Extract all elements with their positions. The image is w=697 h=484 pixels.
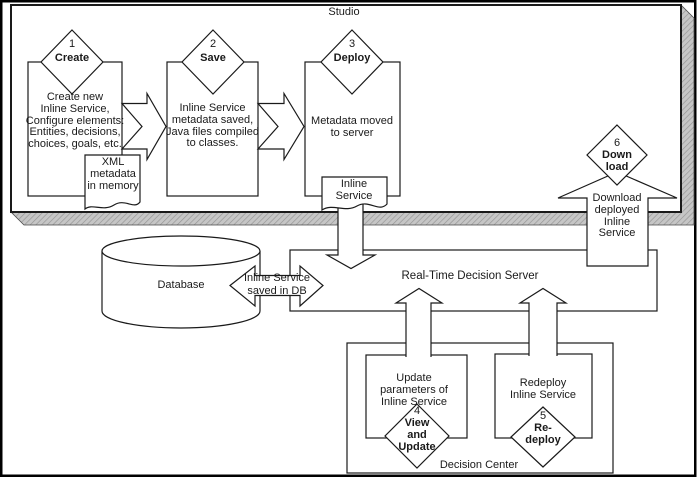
xml-doc-label: XML metadata in memory xyxy=(87,156,139,192)
redeploy-description: Redeploy Inline Service xyxy=(509,377,577,401)
redeploy-diamond xyxy=(510,406,576,468)
step1-diamond xyxy=(40,29,104,95)
inline-service-doc-label: Inline Service xyxy=(335,178,373,202)
update-up-arrow xyxy=(393,287,445,357)
view-update-diamond xyxy=(384,403,450,469)
xml-metadata-doc xyxy=(84,154,141,211)
step2-diamond-text: 2 Save xyxy=(178,37,248,64)
database-cylinder-body xyxy=(101,251,261,329)
view-update-label: View and Update xyxy=(398,417,436,453)
redeploy-diamond-text: 5 Re- deploy xyxy=(503,410,583,446)
download-diamond xyxy=(586,124,648,186)
step1-label: Create xyxy=(54,52,90,64)
download-diamond-text: 6 Down load xyxy=(582,137,652,173)
step2-diamond xyxy=(181,29,245,95)
step1-number: 1 xyxy=(68,38,76,50)
db-sync-arrow xyxy=(229,264,324,308)
step2-description: Inline Service metadata saved, Java file… xyxy=(166,102,259,150)
download-label: Down load xyxy=(602,149,632,173)
download-up-arrow xyxy=(557,171,678,267)
update-params-description: Update parameters of Inline Service xyxy=(380,372,448,408)
download-number: 6 xyxy=(613,137,621,149)
step3-description: Metadata moved to server xyxy=(311,115,393,139)
flow-arrow-2 xyxy=(256,91,305,162)
redeploy-number: 5 xyxy=(539,410,547,422)
view-update-diamond-text: 4 View and Update xyxy=(377,405,457,453)
view-update-number: 4 xyxy=(413,405,421,417)
step3-diamond xyxy=(320,29,384,95)
step1-diamond-text: 1 Create xyxy=(37,37,107,64)
step3-number: 3 xyxy=(348,38,356,50)
flow-arrow-1 xyxy=(120,91,167,162)
inline-service-doc xyxy=(321,176,388,212)
step1-description: Create new Inline Service, Configure ele… xyxy=(25,91,125,151)
database-cylinder-top xyxy=(101,235,261,267)
redeploy-up-arrow xyxy=(517,287,569,356)
decision-center-label: Decision Center xyxy=(439,459,519,471)
db-sync-arrow-label: Inline Service saved in DB xyxy=(243,272,311,297)
redeploy-label: Re- deploy xyxy=(525,422,561,446)
database-label: Database xyxy=(157,279,205,291)
rtd-server-label: Real-Time Decision Server xyxy=(401,270,539,282)
step2-label: Save xyxy=(200,52,226,64)
studio-label: Studio xyxy=(328,6,360,18)
step3-label: Deploy xyxy=(333,52,371,64)
inline-service-down-arrow xyxy=(324,204,378,270)
step3-diamond-text: 3 Deploy xyxy=(317,37,387,64)
download-arrow-label: Download deployed Inline Service xyxy=(592,192,642,240)
step2-number: 2 xyxy=(209,38,217,50)
